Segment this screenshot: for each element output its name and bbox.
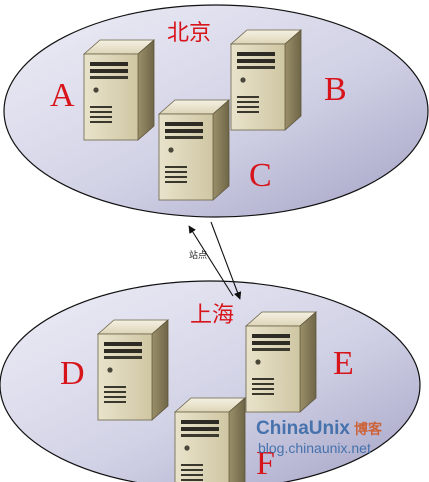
server-d-label: D (60, 355, 85, 392)
tower-server-icon (245, 311, 317, 413)
tower-server-icon (230, 29, 302, 131)
server-f-label: F (256, 445, 275, 482)
tower-server-icon (83, 39, 155, 141)
tower-server-icon (174, 397, 246, 482)
server-b: B (230, 29, 347, 131)
site-link: 站点 (188, 221, 242, 300)
watermark-brand-part2: 博客 (354, 421, 383, 438)
watermark-brand-part1: ChinaUnix (256, 418, 350, 439)
server-e: E (245, 311, 354, 413)
server-f: F (174, 397, 275, 482)
server-c: C (158, 99, 272, 201)
tower-server-icon (97, 319, 169, 421)
watermark-url: blog.chinaunix.net (258, 440, 371, 456)
server-d: D (60, 319, 169, 421)
site-link-label: 站点 (189, 249, 207, 261)
server-a: A (50, 39, 155, 141)
region-beijing-label: 北京 (167, 21, 211, 46)
server-a-label: A (50, 77, 75, 114)
tower-server-icon (158, 99, 230, 201)
double-arrow-link-icon (210, 221, 242, 300)
server-b-label: B (324, 71, 347, 108)
region-shanghai-label: 上海 (190, 303, 234, 328)
double-arrow-link-icon (188, 225, 234, 297)
server-c-label: C (249, 157, 272, 194)
server-e-label: E (333, 345, 354, 382)
